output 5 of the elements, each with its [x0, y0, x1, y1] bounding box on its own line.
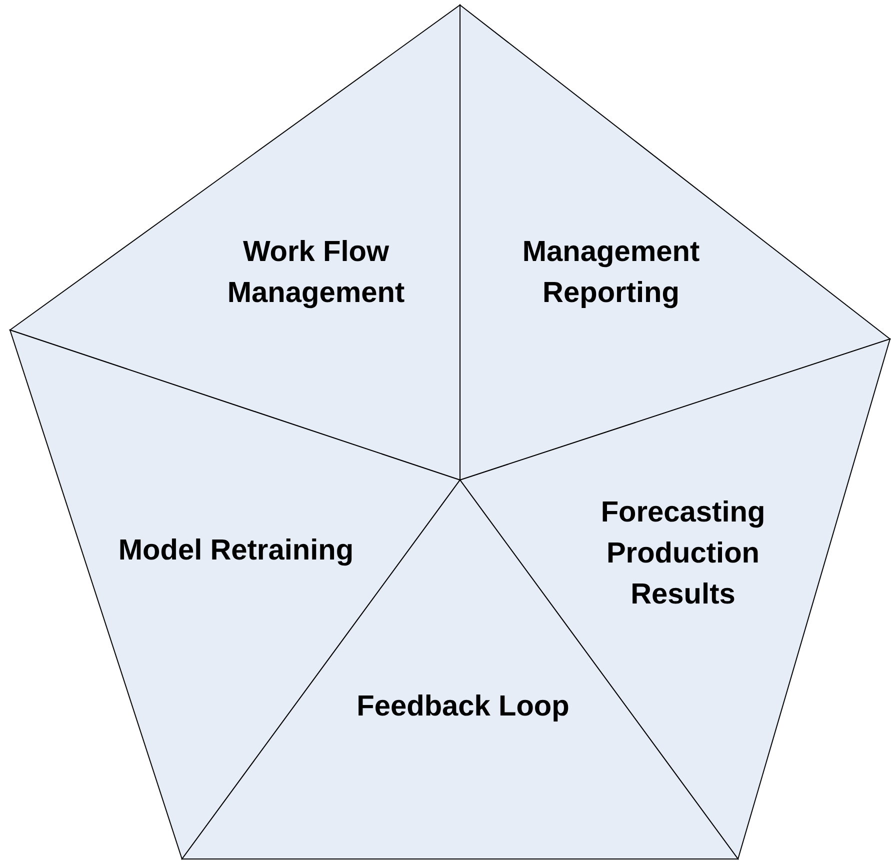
segment-label: Model Retraining [117, 534, 355, 568]
segment-label: Management Reporting [521, 235, 701, 311]
segment-label: Forecasting Production Results [600, 496, 766, 612]
segment-label: Work Flow Management [226, 235, 406, 311]
segment-label: Feedback Loop [356, 690, 570, 724]
